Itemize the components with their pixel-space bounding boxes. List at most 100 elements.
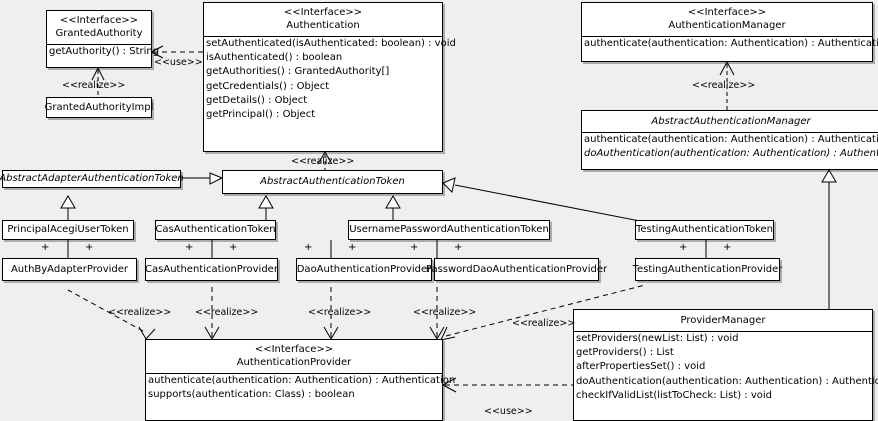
class-name: PrincipalAcegiUserToken xyxy=(7,224,129,235)
class-name: TestingAuthenticationProvider xyxy=(632,263,783,275)
operation-item: authenticate(authentication: Authenticat… xyxy=(584,134,878,145)
class-box-testing-authentication-token[interactable]: TestingAuthenticationToken xyxy=(635,220,774,240)
class-name: AuthByAdapterProvider xyxy=(10,263,129,275)
edge-label-realize-abstract-manager: <<realize>> xyxy=(692,80,756,91)
stereotype-label: <<Interface>> xyxy=(59,15,139,26)
operation-item: getAuthorities() : GrantedAuthority[] xyxy=(206,66,390,78)
class-box-abstract-authentication-token[interactable]: AbstractAuthenticationToken xyxy=(222,170,443,194)
stereotype-label: <<Interface>> xyxy=(283,7,363,18)
operation-item: getCredentials() : Object xyxy=(206,80,330,92)
association-marker-target: + xyxy=(85,242,94,253)
edge-label-realize-abstract-token: <<realize>> xyxy=(291,156,355,167)
class-box-authentication-manager[interactable]: <<Interface>> AuthenticationManager auth… xyxy=(581,2,878,62)
arrowhead-generalization-provider-manager xyxy=(821,169,837,183)
class-box-abstract-adapter-authentication-token[interactable]: AbstractAdapterAuthenticationToken xyxy=(0,170,184,188)
class-name: DaoAuthenticationProvider xyxy=(296,263,432,275)
operation-item: afterPropertiesSet() : void xyxy=(576,361,706,373)
compartment-separator xyxy=(582,132,878,133)
class-name: UsernamePasswordAuthenticationToken xyxy=(349,224,549,235)
association-marker-target: + xyxy=(454,242,463,253)
class-name: ProviderManager xyxy=(680,315,766,326)
class-box-provider-manager[interactable]: ProviderManager setProviders(newList: Li… xyxy=(573,309,878,421)
arrowhead-realize-authbyadapter xyxy=(138,326,156,340)
association-marker-source: + xyxy=(185,242,194,253)
class-box-authentication[interactable]: <<Interface>> Authentication setAuthenti… xyxy=(203,2,456,152)
class-box-cas-authentication-token[interactable]: CasAuthenticationToken xyxy=(155,220,276,240)
association-marker-target: + xyxy=(723,242,732,253)
edge-label-realize-authbyadapter: <<realize>> xyxy=(108,307,172,318)
class-box-abstract-authentication-manager[interactable]: AbstractAuthenticationManager authentica… xyxy=(581,110,878,170)
association-marker-target: + xyxy=(229,242,238,253)
compartment-separator xyxy=(146,373,442,374)
class-box-principal-acegi-user-token[interactable]: PrincipalAcegiUserToken xyxy=(2,220,134,240)
association-marker-source: + xyxy=(679,242,688,253)
operation-item: doAuthentication(authentication: Authent… xyxy=(576,375,878,387)
edge-label-realize-granted-authority-impl: <<realize>> xyxy=(62,80,126,91)
operation-item: isAuthenticated() : boolean xyxy=(206,52,343,64)
arrowhead-realize-granted-authority-impl xyxy=(91,67,105,81)
edge-label-use-provider-manager: <<use>> xyxy=(484,406,533,417)
operations-compartment: setAuthenticated(isAuthenticated: boolea… xyxy=(204,37,456,122)
stereotype-label: <<Interface>> xyxy=(687,7,767,18)
class-name: Authentication xyxy=(286,20,360,31)
arrowhead-realize-testingprovider xyxy=(440,326,456,341)
association-marker-source: + xyxy=(410,242,419,253)
arrowhead-generalization-principal-token xyxy=(60,195,76,209)
operation-item: getProviders() : List xyxy=(576,347,674,359)
operation-item: authenticate(authentication: Authenticat… xyxy=(148,375,456,386)
operations-compartment: authenticate(authentication: Authenticat… xyxy=(582,133,878,161)
class-box-dao-authentication-provider[interactable]: DaoAuthenticationProvider xyxy=(296,258,432,281)
association-marker-source: + xyxy=(41,242,50,253)
association-marker-source: + xyxy=(304,242,313,253)
operation-item: authenticate(authentication: Authenticat… xyxy=(584,38,878,49)
class-name: AuthenticationManager xyxy=(668,20,786,31)
arrowhead-realize-casprovider xyxy=(204,326,220,340)
class-name: AbstractAuthenticationToken xyxy=(260,176,405,187)
compartment-separator xyxy=(47,44,151,45)
operation-item: getAuthority() : String xyxy=(49,46,160,57)
association-marker-target: + xyxy=(348,242,357,253)
arrowhead-generalization-cas-token xyxy=(258,195,274,209)
arrowhead-generalization-testing-token xyxy=(442,177,456,194)
edge-label-realize-testingprovider: <<realize>> xyxy=(512,318,576,329)
class-box-username-password-authentication-token[interactable]: UsernamePasswordAuthenticationToken xyxy=(348,220,550,240)
class-name: CasAuthenticationProvider xyxy=(145,263,278,275)
class-box-authentication-provider[interactable]: <<Interface>> AuthenticationProvider aut… xyxy=(145,339,456,421)
operation-item: getPrincipal() : Object xyxy=(206,109,316,121)
arrowhead-realize-passworddaoprovider xyxy=(429,326,445,340)
class-name: PasswordDaoAuthenticationProvider xyxy=(425,263,608,275)
class-box-granted-authority-impl[interactable]: GrantedAuthorityImpl xyxy=(45,97,153,118)
operations-compartment: authenticate(authentication: Authenticat… xyxy=(582,37,878,51)
compartment-separator xyxy=(582,36,872,37)
operation-item: getDetails() : Object xyxy=(206,94,308,106)
operation-item: setAuthenticated(isAuthenticated: boolea… xyxy=(206,38,456,49)
compartment-separator xyxy=(204,36,442,37)
class-box-password-dao-authentication-provider[interactable]: PasswordDaoAuthenticationProvider xyxy=(426,258,607,281)
class-box-auth-by-adapter-provider[interactable]: AuthByAdapterProvider xyxy=(2,258,137,281)
class-box-testing-authentication-provider[interactable]: TestingAuthenticationProvider xyxy=(633,258,782,281)
compartment-separator xyxy=(574,331,872,332)
edge-label-use-granted-authority: <<use>> xyxy=(154,57,203,68)
class-box-granted-authority[interactable]: <<Interface>> GrantedAuthority getAuthor… xyxy=(46,10,160,68)
operation-item: checkIfValidList(listToCheck: List) : vo… xyxy=(576,389,773,401)
line-generalization-testing-token xyxy=(454,184,646,223)
class-name: AbstractAuthenticationManager xyxy=(651,116,811,127)
stereotype-label: <<Interface>> xyxy=(254,344,334,355)
operations-compartment: setProviders(newList: List) : void getPr… xyxy=(574,332,878,403)
arrowhead-generalization-adapter-token xyxy=(209,172,224,185)
class-box-cas-authentication-provider[interactable]: CasAuthenticationProvider xyxy=(145,258,278,281)
class-name: AbstractAdapterAuthenticationToken xyxy=(0,173,184,184)
class-name: AuthenticationProvider xyxy=(236,357,352,368)
class-name: CasAuthenticationToken xyxy=(155,224,276,235)
operation-item: doAuthentication(authentication: Authent… xyxy=(584,148,878,160)
arrowhead-generalization-userpass-token xyxy=(385,195,401,209)
arrowhead-realize-abstract-manager xyxy=(719,61,735,76)
arrowhead-realize-daoprovider xyxy=(323,326,339,340)
operation-item: setProviders(newList: List) : void xyxy=(576,333,739,344)
operations-compartment: getAuthority() : String xyxy=(47,45,160,59)
operation-item: supports(authentication: Class) : boolea… xyxy=(148,389,355,401)
class-name: GrantedAuthority xyxy=(55,28,143,39)
class-name: GrantedAuthorityImpl xyxy=(44,101,154,113)
edge-label-realize-daoprovider: <<realize>> xyxy=(308,307,372,318)
